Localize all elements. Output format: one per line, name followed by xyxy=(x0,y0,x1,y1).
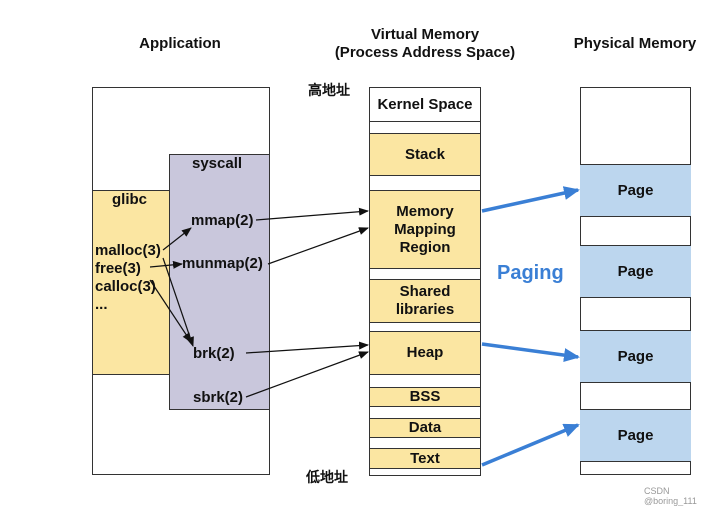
glibc-box xyxy=(92,190,170,375)
syscall-title: syscall xyxy=(192,155,243,172)
high-address-label: 高地址 xyxy=(308,83,350,99)
physical-page: Page xyxy=(580,409,691,462)
shared-libraries-line: libraries xyxy=(395,301,455,318)
glibc-function-ellipsis: ... xyxy=(95,296,108,313)
syscall-box xyxy=(169,154,270,410)
glibc-function-free: free(3) xyxy=(95,260,141,277)
memory-mapping-region-segment: Memory Mapping Region xyxy=(369,190,481,269)
paging-arrow-text-to-page xyxy=(481,423,580,467)
physical-page: Page xyxy=(580,330,691,383)
paging-label: Paging xyxy=(497,262,564,284)
low-address-label: 低地址 xyxy=(306,470,348,486)
glibc-function-calloc: calloc(3) xyxy=(95,278,156,295)
syscall-munmap: munmap(2) xyxy=(182,255,263,272)
arrow-munmap-to-mapping-region xyxy=(267,227,369,265)
gap-segment xyxy=(369,468,481,476)
glibc-title: glibc xyxy=(112,191,148,208)
arrow-mmap-to-mapping-region xyxy=(255,207,369,221)
physical-page: Page xyxy=(580,245,691,298)
virtual-memory-header: Virtual Memory (Process Address Space) xyxy=(320,26,530,62)
memory-mapping-region-line: Mapping xyxy=(394,220,456,238)
virtual-memory-header-line2: (Process Address Space) xyxy=(334,44,516,61)
physical-page: Page xyxy=(580,164,691,217)
shared-libraries-segment: Shared libraries xyxy=(369,279,481,323)
arrow-malloc-to-mmap xyxy=(162,227,192,251)
syscall-sbrk: sbrk(2) xyxy=(193,389,244,406)
memory-mapping-region-line: Region xyxy=(399,238,451,256)
heap-segment: Heap xyxy=(369,331,481,375)
memory-mapping-region-line: Memory xyxy=(396,202,454,220)
syscall-mmap: mmap(2) xyxy=(191,212,254,229)
watermark: CSDN @boring_111 xyxy=(644,486,697,506)
paging-arrow-heap-to-page xyxy=(481,342,580,363)
arrow-calloc-to-brk xyxy=(149,279,192,343)
arrow-malloc-to-brk xyxy=(162,257,194,347)
glibc-function-list: malloc(3) free(3) calloc(3) ... xyxy=(95,242,161,314)
virtual-memory-header-line1: Virtual Memory xyxy=(370,26,480,43)
paging-arrow-mapping-to-page xyxy=(481,186,580,213)
physical-memory-header: Physical Memory xyxy=(573,35,697,52)
application-header: Application xyxy=(139,35,221,52)
shared-libraries-line: Shared xyxy=(399,283,451,300)
kernel-space-segment: Kernel Space xyxy=(369,87,481,122)
syscall-brk: brk(2) xyxy=(193,345,235,362)
arrow-sbrk-to-heap xyxy=(245,351,369,398)
glibc-function-malloc: malloc(3) xyxy=(95,242,161,259)
arrow-brk-to-heap xyxy=(245,341,369,354)
